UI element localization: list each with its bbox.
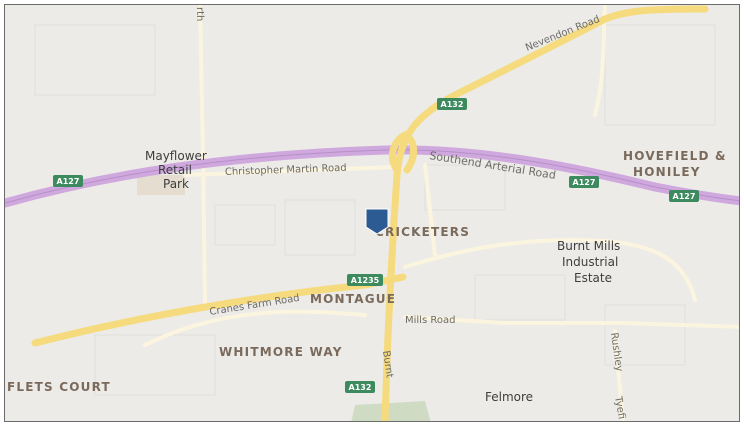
area-label-hovefield-1: HOVEFIELD & <box>623 149 727 163</box>
svg-text:A127: A127 <box>673 192 696 201</box>
park-area <box>351 401 431 421</box>
building-blocks <box>34 24 716 396</box>
minor-roads <box>143 5 739 421</box>
place-label-burnt-mills-1: Burnt Mills <box>557 239 620 253</box>
area-label-hovefield-2: HONILEY <box>633 165 701 179</box>
shield-a127-left: A127 <box>53 175 83 187</box>
retail-park-lot <box>137 175 185 195</box>
major-roads <box>31 5 709 421</box>
place-label-mayflower-3: Park <box>163 177 189 191</box>
place-label-burnt-mills-2: Industrial <box>562 255 618 269</box>
shield-a1235: A1235 <box>347 274 383 286</box>
road-label-mills-road: Mills Road <box>405 315 455 326</box>
map-canvas[interactable]: A127 A127 A127 A132 A132 A1235 Nevendon … <box>5 5 740 422</box>
map-frame: A127 A127 A127 A132 A132 A1235 Nevendon … <box>4 4 740 422</box>
area-label-whitmore-way: WHITMORE WAY <box>219 345 343 359</box>
area-label-flets-court: FLETS COURT <box>7 380 111 394</box>
shield-a132-top: A132 <box>437 98 467 110</box>
road-label-burnt: Burnt <box>380 350 395 379</box>
place-label-mayflower-2: Retail <box>158 163 192 177</box>
road-label-christopher-martin: Christopher Martin Road <box>225 163 347 178</box>
shield-a127-mid: A127 <box>569 176 599 188</box>
svg-text:A127: A127 <box>573 178 596 187</box>
area-label-cricketers: CRICKETERS <box>375 225 470 239</box>
place-label-burnt-mills-3: Estate <box>574 271 612 285</box>
svg-text:A127: A127 <box>57 177 80 186</box>
place-label-mayflower-1: Mayflower <box>145 149 207 163</box>
road-label-rushley: Rushley <box>608 332 624 372</box>
svg-text:A132: A132 <box>349 383 372 392</box>
svg-text:A1235: A1235 <box>351 276 380 285</box>
shield-a127-right: A127 <box>669 190 699 202</box>
area-label-montague: MONTAGUE <box>310 292 396 306</box>
road-label-partial-top: rth <box>194 7 205 21</box>
shield-a132-bottom: A132 <box>345 381 375 393</box>
svg-text:A132: A132 <box>441 100 464 109</box>
road-label-tyefields: Tyefi <box>612 395 627 420</box>
location-pin-icon[interactable] <box>365 208 389 235</box>
place-label-felmore: Felmore <box>485 390 533 404</box>
